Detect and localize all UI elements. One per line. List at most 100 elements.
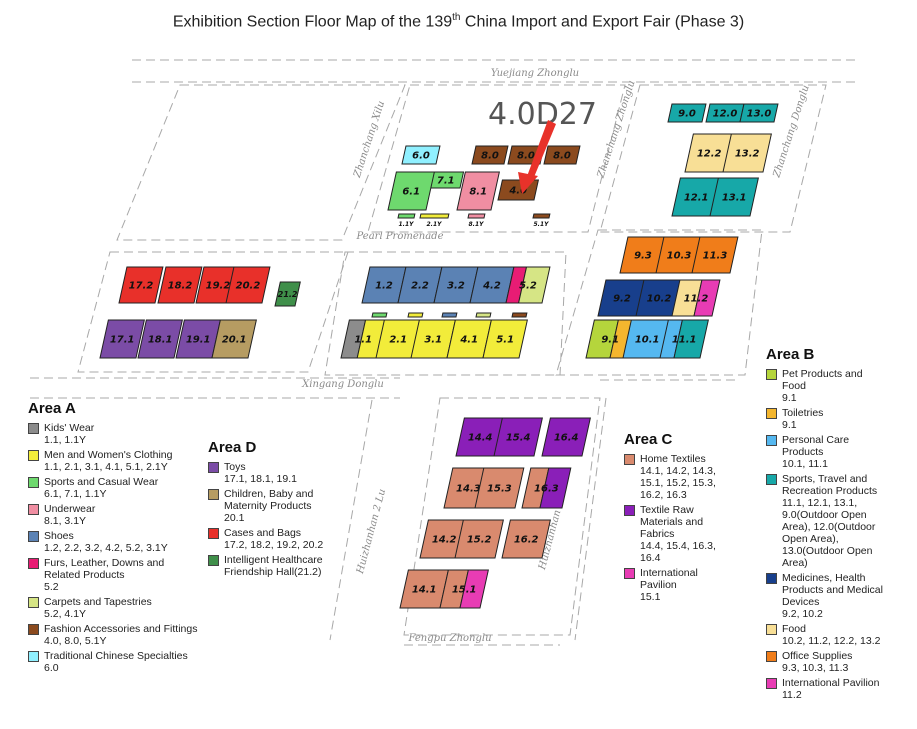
strip-y1_1b[interactable]: [371, 312, 388, 318]
hall-h8_0a[interactable]: [471, 145, 509, 165]
hall-h8_0c[interactable]: [543, 145, 581, 165]
zone-outline: [403, 397, 601, 636]
hall-label: 9.2: [613, 294, 631, 305]
legend-label: Underwear: [44, 503, 96, 515]
hall-h15_3[interactable]: [474, 467, 525, 509]
legend-halls: 8.1, 3.1Y: [44, 515, 87, 527]
legend-swatch: [28, 531, 39, 542]
strip-y5_1[interactable]: [532, 213, 551, 219]
hall-label: 2.1: [389, 335, 407, 346]
strip-label: 2.1Y: [427, 221, 443, 228]
legend-halls: 20.1: [224, 512, 245, 524]
strip-y1_1[interactable]: [397, 213, 416, 219]
legend-swatch: [208, 555, 219, 566]
hall-label: 13.1: [722, 193, 747, 204]
hall-h6_1[interactable]: [387, 171, 435, 211]
hall-h21_2[interactable]: [274, 281, 301, 307]
hall-h13_1[interactable]: [709, 177, 759, 217]
hall-h6_0[interactable]: [401, 145, 441, 165]
legend-swatch: [624, 454, 635, 465]
callout-arrow: [526, 120, 556, 182]
hall-h15_2[interactable]: [454, 519, 504, 559]
legend-swatch: [766, 651, 777, 662]
hall-h13_0[interactable]: [739, 103, 779, 123]
strip-label: 8.1Y: [469, 221, 485, 228]
hall-h5_1[interactable]: [482, 319, 528, 359]
legend-halls: 1.2, 2.2, 3.2, 4.2, 5.2, 3.1Y: [44, 542, 168, 554]
hall-label: 6.1: [402, 187, 420, 198]
hall-h17_2[interactable]: [118, 266, 164, 304]
hall-label: 11.3: [703, 251, 728, 262]
legend-item: Intelligent Healthcare Friendship Hall(2…: [208, 554, 348, 578]
hall-label: 15.4: [506, 433, 531, 444]
strip-y4_1[interactable]: [475, 312, 492, 318]
hall-h20_2[interactable]: [225, 266, 271, 304]
legend-swatch: [28, 477, 39, 488]
strip-label: 5.1Y: [534, 221, 550, 228]
hall-label: 18.1: [148, 335, 173, 346]
legend-label: Personal Care Products: [782, 434, 850, 458]
legend-halls: 9.1: [782, 419, 797, 431]
hall-h13_2[interactable]: [722, 133, 772, 173]
strip-y2_1b[interactable]: [407, 312, 424, 318]
hall-h11_2-part[interactable]: [693, 279, 721, 317]
hall-label: 7.1: [437, 176, 455, 187]
svg-text:Pearl Promenade: Pearl Promenade: [356, 231, 444, 242]
legend-halls: 6.0: [44, 662, 59, 674]
svg-text:Huizhanhan 2 Lu: Huizhanhan 2 Lu: [355, 488, 388, 576]
hall-h16_3-part[interactable]: [539, 467, 572, 509]
hall-label: 6.0: [412, 151, 430, 162]
strip-y3_1[interactable]: [441, 312, 458, 318]
hall-label: 14.4: [468, 433, 493, 444]
legend-label: Children, Baby and Maternity Products: [224, 488, 314, 512]
hall-h20_1[interactable]: [211, 319, 257, 359]
hall-h8_1[interactable]: [456, 171, 500, 211]
hall-h18_2[interactable]: [157, 266, 203, 304]
legend-halls: 9.2, 10.2: [782, 608, 823, 620]
hall-label: 10.2: [647, 294, 672, 305]
legend-label: Cases and Bags: [224, 527, 302, 539]
hall-label: 11.2: [684, 294, 709, 305]
hall-label: 11.1: [672, 335, 697, 346]
legend-halls: 11.1, 12.1, 13.1, 9.0(Outdoor Open Area)…: [782, 497, 876, 569]
hall-label: 17.2: [129, 281, 154, 292]
legend-swatch: [208, 489, 219, 500]
hall-label: 8.0: [517, 151, 535, 162]
strip-y2_1[interactable]: [419, 213, 450, 219]
hall-label: 4.2: [482, 281, 501, 292]
svg-text:Xingang Donglu: Xingang Donglu: [301, 379, 384, 390]
hall-h18_1[interactable]: [137, 319, 183, 359]
hall-label: 15.2: [467, 535, 492, 546]
hall-h11_3[interactable]: [691, 236, 739, 274]
legend-item: Medicines, Health Products and Medical D…: [766, 572, 886, 620]
legend-halls: 4.0, 8.0, 5.1Y: [44, 635, 107, 647]
legend-halls: 10.1, 11.1: [782, 458, 828, 470]
hall-label: 10.3: [667, 251, 692, 262]
legend-item: Furs, Leather, Downs and Related Product…: [28, 557, 198, 593]
hall-h15_4[interactable]: [493, 417, 543, 457]
hall-label: 1.2: [375, 281, 393, 292]
strip-y8_1[interactable]: [467, 213, 486, 219]
legend-halls: 1.1, 1.1Y: [44, 434, 87, 446]
legend-halls: 15.1: [640, 591, 661, 603]
svg-text:Fengpu Zhonglu: Fengpu Zhonglu: [407, 633, 491, 644]
legend-label: Intelligent Healthcare Friendship Hall(2…: [224, 554, 323, 578]
hall-h15_1-part[interactable]: [459, 569, 489, 609]
hall-h11_1-part[interactable]: [673, 319, 709, 359]
hall-h16_2[interactable]: [501, 519, 551, 559]
hall-label: 4.1: [459, 335, 478, 346]
hall-h16_4[interactable]: [541, 417, 591, 457]
hall-h17_1[interactable]: [99, 319, 145, 359]
strip-y5_1b[interactable]: [511, 312, 528, 318]
hall-h5_2-part[interactable]: [517, 266, 551, 304]
legend-swatch: [28, 423, 39, 434]
hall-h9_0[interactable]: [667, 103, 707, 123]
